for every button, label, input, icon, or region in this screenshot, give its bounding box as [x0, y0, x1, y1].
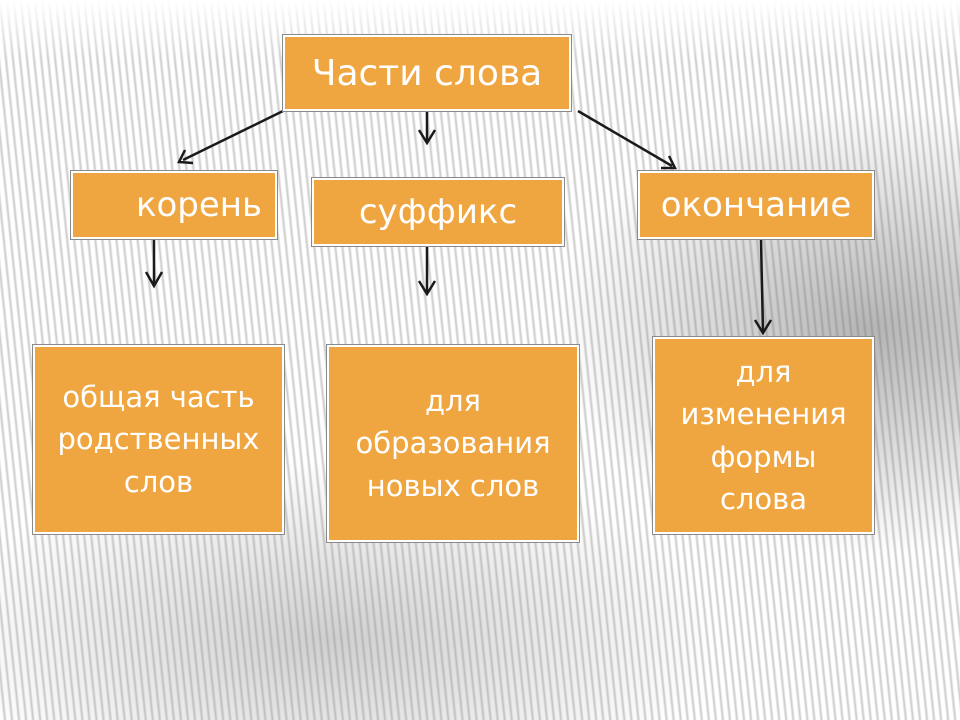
root-box: корень: [70, 170, 278, 240]
diagram-title-box: Части слова: [282, 34, 572, 112]
arrowhead-root: [177, 149, 194, 165]
root-label: корень: [135, 185, 263, 225]
ending-description-box: для изменения формы слова: [652, 336, 875, 535]
arrowhead-suffix-desc: [417, 280, 437, 297]
arrowhead-ending-desc: [753, 319, 773, 336]
diagram-title: Части слова: [311, 52, 543, 94]
suffix-description: для образования новых слов: [355, 384, 551, 503]
suffix-box: суффикс: [311, 177, 565, 247]
suffix-label: суффикс: [358, 192, 518, 232]
suffix-description-box: для образования новых слов: [326, 344, 580, 543]
ending-description: для изменения формы слова: [680, 355, 847, 516]
root-description-box: общая часть родственных слов: [32, 344, 285, 535]
arrow-title-to-root: [182, 109, 284, 162]
arrowhead-root-desc: [144, 271, 164, 289]
arrow-title-to-ending: [577, 109, 673, 168]
arrowhead-ending: [661, 155, 678, 170]
ending-label: окончание: [660, 185, 852, 225]
ending-box: окончание: [637, 170, 875, 240]
root-description: общая часть родственных слов: [57, 380, 260, 499]
arrow-ending-to-desc: [759, 239, 765, 333]
arrowhead-suffix: [417, 129, 437, 146]
